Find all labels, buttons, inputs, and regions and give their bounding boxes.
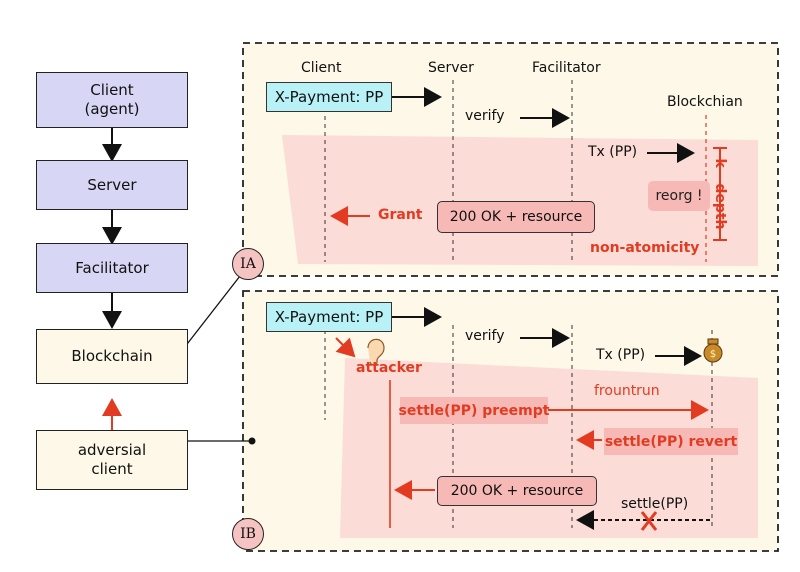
ib-payment-box: X-Payment: PP (266, 302, 392, 332)
svg-text:$: $ (710, 349, 716, 360)
ia-grant: Grant (378, 207, 423, 223)
ib-ok-box: 200 OK + resource (437, 476, 597, 506)
ia-col-server: Server (428, 60, 474, 76)
money-bag-icon: $ (703, 338, 723, 363)
ia-verify: verify (465, 108, 505, 124)
ib-settle: settle(PP) (621, 496, 689, 512)
ib-verify: verify (465, 328, 505, 344)
ib-frontrun: frountrun (594, 383, 660, 399)
ia-nonatomicity: non-atomicity (590, 240, 700, 256)
ia-payment-box: X-Payment: PP (266, 82, 392, 112)
ia-tx: Tx (PP) (588, 144, 638, 160)
server-box: Server (36, 160, 188, 210)
ia-col-client: Client (301, 60, 342, 76)
adversial-client-box: adversial client (36, 430, 188, 490)
ib-attacker: attacker (356, 360, 422, 376)
ia-col-facilitator: Facilitator (532, 60, 601, 76)
blockchain-box: Blockchain (36, 329, 188, 384)
ib-marker: IB (232, 518, 264, 550)
ia-col-blockchain: Blockchian (667, 94, 743, 110)
client-agent-box: Client (agent) (36, 72, 188, 128)
ia-reorg: reorg ! (648, 181, 710, 211)
ia-ok-box: 200 OK + resource (437, 201, 595, 233)
ear-icon (367, 338, 385, 366)
ia-pink-region (282, 135, 758, 266)
ib-preempt: settle(PP) preempt (399, 397, 549, 424)
ia-kdepth: k - depth (712, 158, 728, 230)
facilitator-box: Facilitator (36, 243, 188, 293)
ib-revert: settle(PP) revert (604, 428, 738, 455)
ia-marker: IA (232, 248, 264, 280)
ib-tx: Tx (PP) (596, 347, 646, 363)
